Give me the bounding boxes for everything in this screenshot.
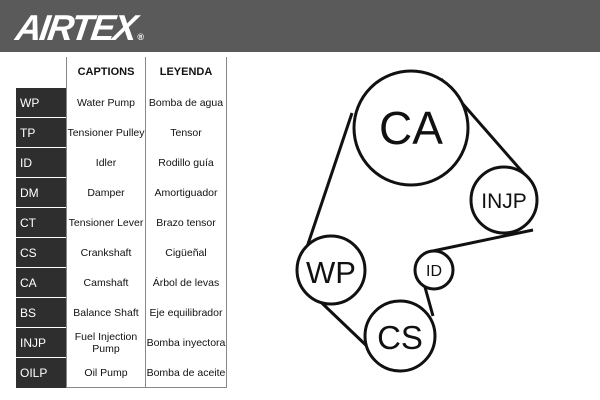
legend-header-row: CAPTIONS LEYENDA — [16, 57, 227, 88]
pulleys: CA INJP ID CS WP — [295, 69, 539, 373]
pulley-wp: WP — [295, 234, 367, 306]
belt-segment-wp-ca — [304, 112, 354, 251]
legend-caption: Damper — [66, 177, 146, 208]
legend-code: BS — [16, 297, 67, 328]
legend-caption: Idler — [66, 147, 146, 178]
belt-segment-injp-id — [427, 228, 534, 254]
legend-caption: Oil Pump — [66, 357, 146, 388]
legend-caption: Fuel Injection Pump — [66, 327, 146, 358]
legend-caption: Water Pump — [66, 87, 146, 118]
legend-leyenda: Bomba de aceite — [145, 357, 227, 388]
pulley-label-id: ID — [426, 263, 442, 280]
legend-leyenda: Bomba inyectora — [145, 327, 227, 358]
legend-leyenda: Cigüeñal — [145, 237, 227, 268]
legend-code: CS — [16, 237, 67, 268]
legend-code: OILP — [16, 357, 67, 388]
airtex-logo: AIRTEX ® — [13, 4, 145, 48]
pulley-label-cs: CS — [377, 319, 423, 356]
legend-leyenda: Eje equilibrador — [145, 297, 227, 328]
legend-code: CA — [16, 267, 67, 298]
legend-code: INJP — [16, 327, 67, 358]
pulley-cs: CS — [363, 299, 437, 373]
legend-leyenda: Árbol de levas — [145, 267, 227, 298]
pulley-ca: CA — [352, 69, 470, 187]
legend-leyenda: Rodillo guía — [145, 147, 227, 178]
leyenda-header: LEYENDA — [145, 57, 227, 88]
legend-leyenda: Bomba de agua — [145, 87, 227, 118]
legend-caption: Tensioner Pulley — [66, 117, 146, 148]
legend-leyenda: Tensor — [145, 117, 227, 148]
legend-code: TP — [16, 117, 67, 148]
legend-leyenda: Brazo tensor — [145, 207, 227, 238]
pulley-label-ca: CA — [379, 102, 443, 154]
legend-code: DM — [16, 177, 67, 208]
timing-belt-diagram: CA INJP ID CS WP — [295, 69, 539, 373]
legend-caption: Balance Shaft — [66, 297, 146, 328]
legend-caption: Tensioner Lever — [66, 207, 146, 238]
legend-code: WP — [16, 87, 67, 118]
legend-code: CT — [16, 207, 67, 238]
code-header — [16, 57, 67, 88]
legend-code: ID — [16, 147, 67, 178]
pulley-label-injp: INJP — [481, 190, 527, 213]
legend-caption: Camshaft — [66, 267, 146, 298]
pulley-id: ID — [413, 249, 455, 291]
captions-header: CAPTIONS — [66, 57, 146, 88]
legend-caption: Crankshaft — [66, 237, 146, 268]
legend-leyenda: Amortiguador — [145, 177, 227, 208]
pulley-injp: INJP — [469, 165, 539, 235]
pulley-label-wp: WP — [306, 255, 356, 290]
brand-header: AIRTEX ® — [0, 0, 600, 52]
logo-wordmark: AIRTEX — [13, 7, 139, 48]
registered-mark: ® — [137, 32, 145, 42]
